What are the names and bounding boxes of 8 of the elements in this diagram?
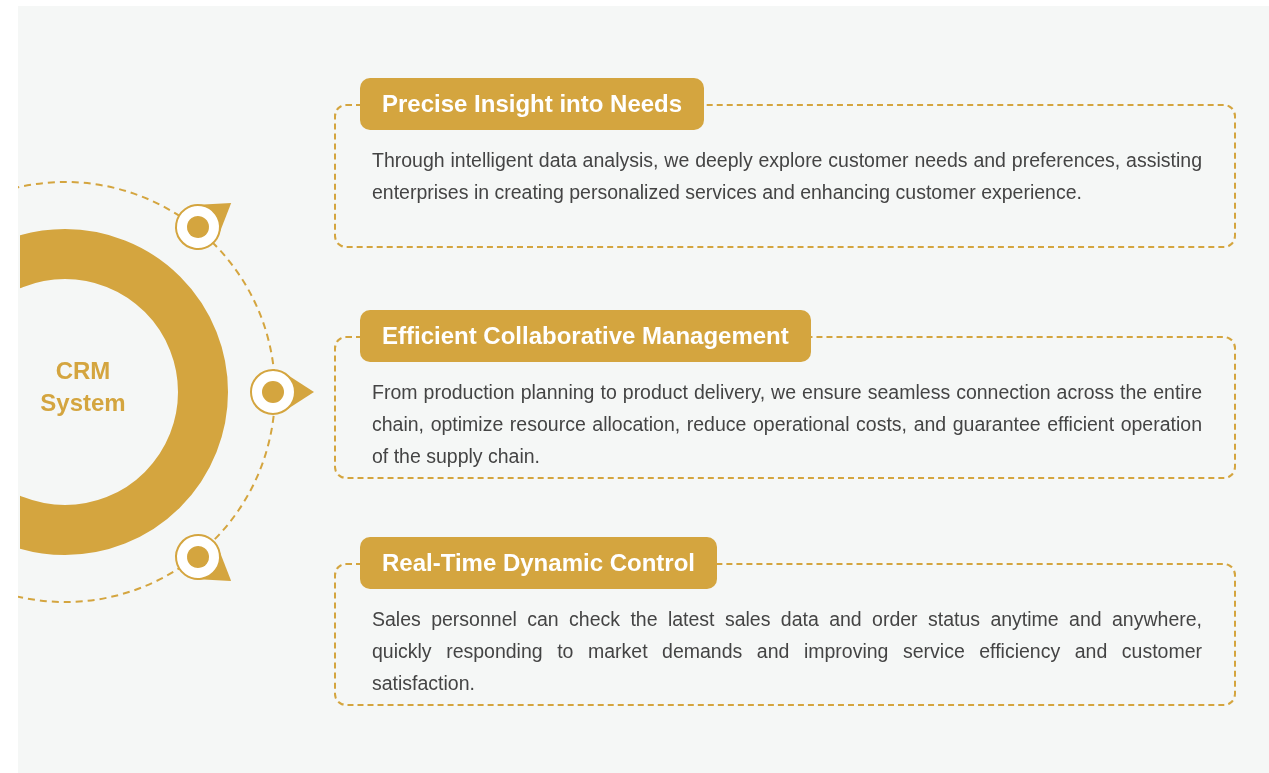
heading-tab: Real-Time Dynamic Control xyxy=(360,537,717,589)
description-text: Sales personnel can check the latest sales data and order status anytime and anywhere, quickly responding to market demands and improving service efficiency and customer satisfaction. xyxy=(372,607,1202,696)
heading-tab: Efficient Collaborative Management xyxy=(360,310,811,362)
heading-tab: Precise Insight into Needs xyxy=(360,78,705,130)
description-text: Through intelligent data analysis, we deeply explore customer needs and preferences, assisting enterprises in creating personalized services and enhancing customer experience. xyxy=(372,148,1202,205)
ring-shape xyxy=(20,229,228,555)
center-label: CRM System xyxy=(39,356,127,418)
description-text: From production planning to product delivery, we ensure seamless connection across the entire chain, optimize resource allocation, reduce operational costs, and guarantee efficient operation of the supply chain. xyxy=(372,380,1202,469)
